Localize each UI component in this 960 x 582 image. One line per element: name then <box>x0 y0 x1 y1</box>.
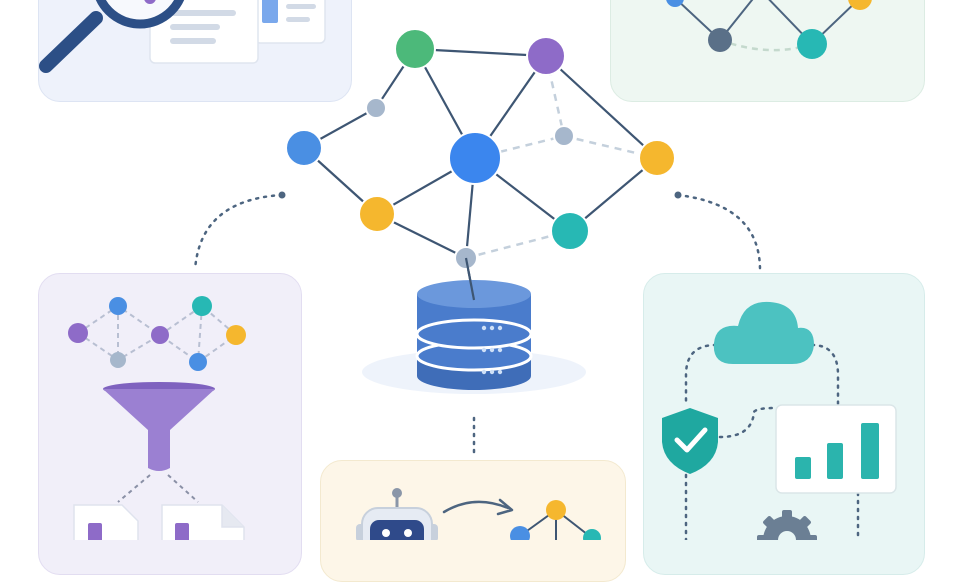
graph-node <box>358 195 396 233</box>
graph-node <box>546 500 566 520</box>
magnifier-icon <box>39 0 185 73</box>
graph-node <box>109 297 127 315</box>
graph-node <box>394 28 436 70</box>
funnel-output-lines <box>117 474 199 503</box>
bot-mini-graph <box>510 500 601 540</box>
network-graph-icon <box>285 28 676 301</box>
graph-node <box>68 323 88 343</box>
illustration-svg <box>39 0 897 540</box>
gear-icon <box>757 510 817 540</box>
chart-bar <box>795 457 811 479</box>
curved-arrow-icon <box>442 498 514 516</box>
chart-bar <box>861 423 879 479</box>
connector-dot <box>278 191 286 199</box>
funnel-icon <box>103 382 215 471</box>
graph-node <box>226 325 246 345</box>
graph-node <box>553 125 575 147</box>
graph-node <box>285 129 323 167</box>
graph-node <box>192 296 212 316</box>
dotted-connectors <box>193 193 762 460</box>
graph-node <box>708 28 732 52</box>
filter-mini-graph <box>68 296 246 371</box>
illustration-canvas <box>38 0 925 582</box>
graph-node <box>510 526 530 540</box>
graph-node <box>151 326 169 344</box>
shield-check-icon <box>662 408 718 474</box>
cloud-connectors <box>684 343 860 540</box>
database-icon <box>362 257 586 394</box>
chart-bar <box>827 443 843 479</box>
graph-node <box>550 211 590 251</box>
analytics-mini-graph <box>666 0 872 59</box>
graph-node <box>583 529 601 540</box>
graph-node <box>797 29 827 59</box>
hub-node <box>448 131 502 185</box>
graph-node <box>848 0 872 10</box>
document-icon <box>73 504 245 540</box>
graph-node <box>526 36 566 76</box>
bar-chart-icon <box>775 404 897 494</box>
graph-node <box>110 352 126 368</box>
graph-node <box>666 0 684 7</box>
graph-node <box>365 97 387 119</box>
cloud-icon <box>713 301 814 364</box>
connector-dot <box>674 191 682 199</box>
graph-node <box>189 353 207 371</box>
graph-node <box>638 139 676 177</box>
robot-icon <box>356 488 438 540</box>
